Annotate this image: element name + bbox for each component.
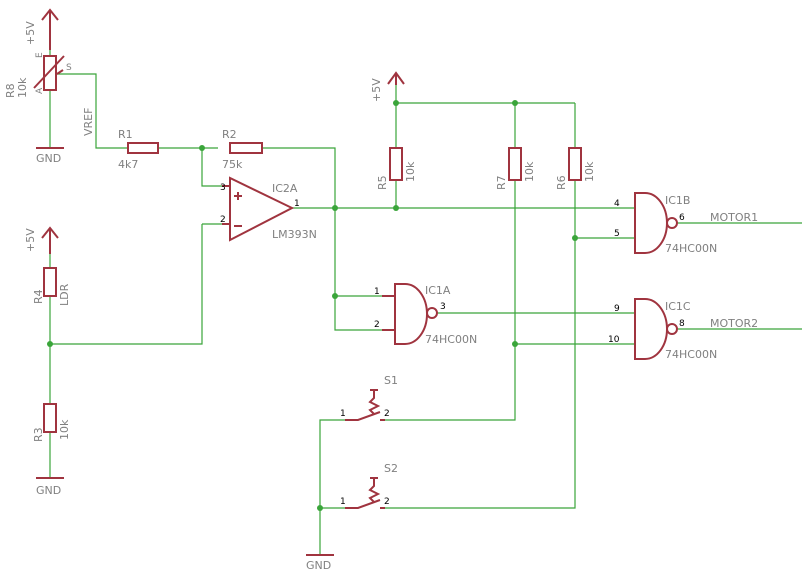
ic2a-part-label: LM393N [272, 228, 317, 241]
vref-label: VREF [82, 108, 95, 136]
r3-name-label: R3 [32, 427, 45, 442]
ic2a-pin2-label: 2 [220, 215, 226, 225]
r8-value-label: 10k [16, 77, 29, 98]
ic1a-pin3-label: 3 [440, 302, 446, 312]
vcc-mid-label: +5V [370, 78, 383, 102]
ic2a-pin1-label: 1 [294, 199, 300, 209]
ic1c-pin9-label: 9 [614, 304, 620, 314]
r6-resistor [568, 147, 582, 181]
ic2a-name-label: IC2A [272, 182, 298, 195]
gnd-r8-label: GND [36, 152, 61, 165]
ic1b-name-label: IC1B [665, 194, 690, 207]
vcc-symbol-top-left [41, 8, 59, 50]
ic1b-part-label: 74HC00N [665, 242, 717, 255]
s1-name-label: S1 [384, 374, 398, 387]
r5-value-label: 10k [404, 161, 417, 182]
s2-pushbutton [345, 477, 385, 509]
ic2a-pin3-label: 3 [220, 183, 226, 193]
r8-potentiometer [33, 55, 65, 91]
ic1c-name-label: IC1C [665, 300, 691, 313]
ic1a-name-label: IC1A [425, 284, 451, 297]
r6-value-label: 10k [583, 161, 596, 182]
ic1b-pin4-label: 4 [614, 199, 620, 209]
r4-name-label: R4 [32, 289, 45, 304]
ic1b-nand-gate [634, 192, 678, 254]
wires [49, 50, 802, 555]
s2-pin1-label: 1 [340, 497, 346, 507]
s2-pin2-label: 2 [384, 497, 390, 507]
r2-value-label: 75k [222, 158, 243, 171]
r2-name-label: R2 [222, 128, 237, 141]
vcc-label-top-left: +5V [24, 21, 37, 45]
motor2-label: MOTOR2 [710, 317, 758, 330]
r5-name-label: R5 [376, 175, 389, 190]
ic1a-pin2-label: 2 [374, 320, 380, 330]
r4-value-label: LDR [58, 283, 71, 306]
gnd-bottom-label: GND [306, 559, 331, 572]
s1-pin1-label: 1 [340, 409, 346, 419]
ic1b-pin6-label: 6 [679, 213, 685, 223]
r8-pin-a-label: A [35, 87, 45, 94]
vcc-symbol-ldr [41, 226, 59, 254]
ic1c-pin10-label: 10 [608, 335, 620, 345]
r3-resistor [43, 403, 57, 433]
ic1a-part-label: 74HC00N [425, 333, 477, 346]
r7-value-label: 10k [523, 161, 536, 182]
ic1a-nand-gate [382, 283, 438, 345]
s1-pushbutton [345, 389, 385, 421]
r1-value-label: 4k7 [118, 158, 138, 171]
r7-resistor [508, 147, 522, 181]
r8-name-label: R8 [4, 83, 17, 98]
s1-pin2-label: 2 [384, 409, 390, 419]
ic1a-pin1-label: 1 [374, 287, 380, 297]
r5-resistor [389, 147, 403, 181]
r7-name-label: R7 [495, 175, 508, 190]
s2-name-label: S2 [384, 462, 398, 475]
r3-value-label: 10k [58, 419, 71, 440]
r1-resistor [127, 142, 159, 154]
r8-pin-s-label: S [66, 63, 72, 73]
r1-name-label: R1 [118, 128, 133, 141]
ic1b-pin5-label: 5 [614, 229, 620, 239]
ic1c-part-label: 74HC00N [665, 348, 717, 361]
ic2a-opamp [222, 176, 295, 242]
vcc-ldr-label: +5V [24, 228, 37, 252]
r4-ldr [43, 267, 57, 297]
r6-name-label: R6 [555, 175, 568, 190]
vcc-symbol-mid [387, 71, 405, 85]
gnd-r3-label: GND [36, 484, 61, 497]
r2-resistor [229, 142, 263, 154]
r8-pin-e-label: E [35, 52, 45, 58]
junction-dots [47, 100, 578, 511]
ic1c-pin8-label: 8 [679, 319, 685, 329]
ic1c-nand-gate [634, 298, 678, 360]
motor1-label: MOTOR1 [710, 211, 758, 224]
